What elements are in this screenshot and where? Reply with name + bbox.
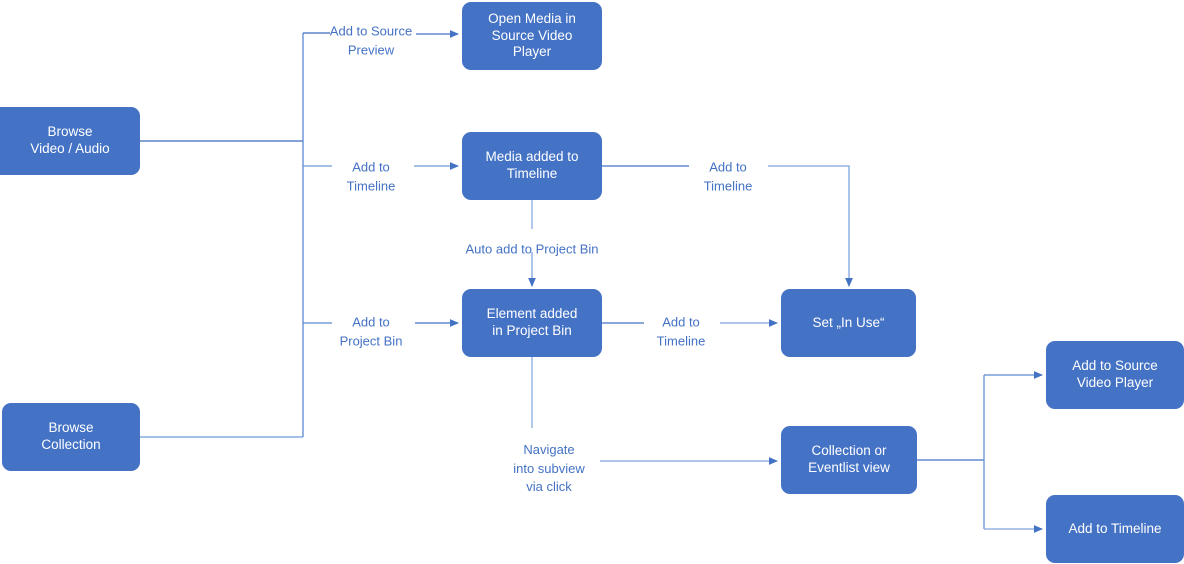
- node-browse-collection[interactable]: Browse Collection: [2, 403, 140, 471]
- edge-label-add-to-project-bin: Add to Project Bin: [340, 295, 403, 350]
- edge-label-text: Add to Source Preview: [329, 23, 413, 58]
- edge-label-add-to-source-preview: Add to Source Preview: [330, 4, 412, 59]
- edge-label-text: Add to Project Bin: [339, 314, 403, 349]
- node-collection-or-eventlist-view[interactable]: Collection or Eventlist view: [781, 426, 917, 494]
- edge-collection-fork: [917, 371, 1044, 533]
- node-browse-video-audio[interactable]: Browse Video / Audio: [0, 107, 140, 175]
- node-label: Add to Timeline: [1068, 520, 1162, 536]
- node-label: Open Media in Source Video Player: [488, 10, 576, 60]
- node-media-added-to-timeline[interactable]: Media added to Timeline: [462, 132, 602, 200]
- edge-label-add-to-timeline-lower: Add to Timeline: [657, 295, 706, 350]
- node-open-media-source-video-player[interactable]: Open Media in Source Video Player: [462, 2, 602, 70]
- edge-label-text: Add to Timeline: [703, 159, 753, 194]
- edge-label-text: Add to Timeline: [346, 159, 396, 194]
- node-label: Set „In Use“: [812, 314, 885, 330]
- node-label: Add to Source Video Player: [1072, 358, 1158, 390]
- node-add-to-timeline-right[interactable]: Add to Timeline: [1046, 495, 1184, 563]
- node-label: Element added in Project Bin: [486, 306, 578, 338]
- edge-label-text: Navigate into subview via click: [513, 442, 585, 495]
- node-label: Browse Collection: [41, 420, 101, 452]
- edge-label-add-to-timeline-upper: Add to Timeline: [347, 140, 396, 195]
- node-element-added-in-project-bin[interactable]: Element added in Project Bin: [462, 289, 602, 357]
- edge-label-text: Auto add to Project Bin: [465, 242, 599, 257]
- node-set-in-use[interactable]: Set „In Use“: [781, 289, 916, 357]
- node-label: Media added to Timeline: [485, 149, 579, 181]
- edge-label-add-to-timeline-to-in-use: Add to Timeline: [704, 140, 753, 195]
- edge-label-auto-add-to-project-bin: Auto add to Project Bin: [466, 223, 599, 260]
- node-add-to-source-video-player[interactable]: Add to Source Video Player: [1046, 341, 1184, 409]
- node-label: Browse Video / Audio: [30, 124, 110, 156]
- node-label: Collection or Eventlist view: [808, 443, 890, 475]
- edge-label-text: Add to Timeline: [656, 314, 706, 349]
- edge-label-navigate-into-subview-via-click: Navigate into subview via click: [513, 423, 585, 497]
